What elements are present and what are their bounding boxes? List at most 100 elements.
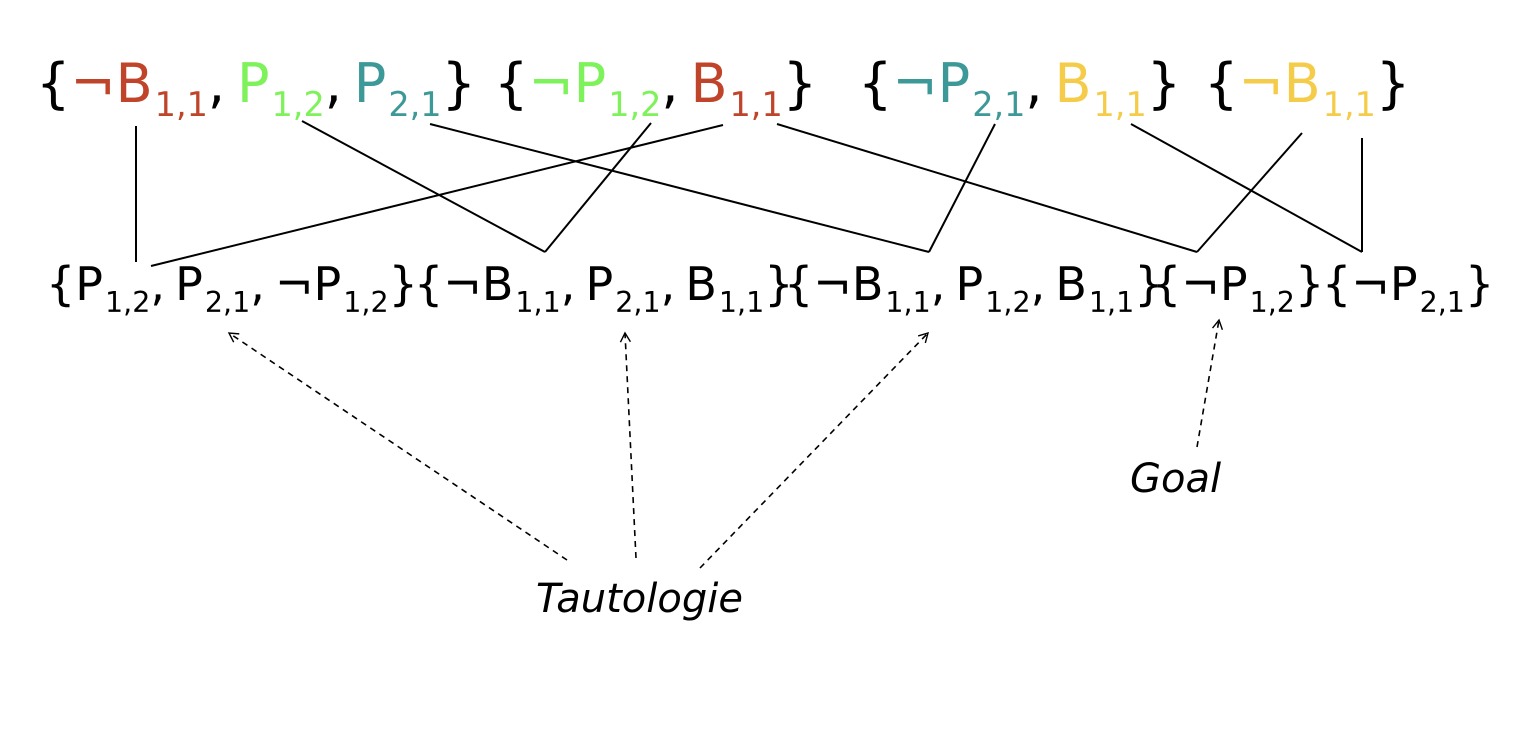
literal-symbol: B: [115, 52, 153, 115]
brace-close: }: [1294, 257, 1325, 311]
literal-symbol: B: [690, 52, 728, 115]
literal-subscript: 2,1: [204, 285, 251, 319]
negation-symbol: ¬: [1238, 52, 1284, 115]
top-clause-1: {¬B1,1,P1,2,P2,1}: [36, 52, 476, 121]
negation-symbol: ¬: [1181, 257, 1220, 311]
edge-t4-b4: [1196, 132, 1303, 253]
literal-subscript: 1,2: [608, 85, 662, 125]
arrow-tautology-b1: [227, 332, 568, 561]
literal: B1,1: [1054, 52, 1146, 121]
literal-symbol: B: [1283, 52, 1321, 115]
literal-subscript: 2,1: [388, 85, 442, 125]
literal-subscript: 1,2: [1249, 285, 1295, 319]
brace-open: {: [414, 257, 444, 311]
literal: P2,1: [175, 257, 250, 317]
negation-symbol: ¬: [274, 257, 314, 311]
top-clause-4: {¬B1,1}: [1204, 52, 1410, 121]
separator: ,: [560, 257, 576, 311]
literal: ¬B1,1: [813, 257, 930, 317]
literal-symbol: P: [353, 52, 387, 115]
literal: ¬B1,1: [70, 52, 208, 121]
negation-symbol: ¬: [892, 52, 938, 115]
separator: ,: [150, 257, 166, 311]
brace-close: }: [1134, 257, 1164, 311]
edge-t2-b4: [776, 123, 1198, 253]
separator: ,: [660, 257, 676, 311]
edge-t3-b3: [928, 123, 996, 253]
literal: B1,1: [690, 52, 782, 121]
literal-symbol: P: [236, 52, 270, 115]
literal-symbol: P: [1219, 257, 1248, 311]
brace-close: }: [441, 52, 476, 115]
bottom-clause-1: {P1,2,P2,1,¬P1,2}: [46, 257, 418, 317]
literal-subscript: 1,1: [718, 285, 765, 319]
literal-subscript: 1,1: [729, 85, 783, 125]
literal: P2,1: [585, 257, 660, 317]
literal-symbol: P: [313, 257, 342, 311]
arrow-tautology-b2: [619, 331, 637, 559]
literal-symbol: B: [1055, 257, 1087, 311]
bottom-clause-4: {¬P1,2}: [1152, 257, 1325, 317]
literal: B1,1: [1055, 257, 1134, 317]
separator: ,: [661, 52, 679, 115]
edge-t1-b2: [301, 120, 546, 253]
brace-open: {: [1152, 257, 1182, 311]
literal: ¬P1,2: [274, 257, 389, 317]
arrow-tautology-b3: [699, 331, 930, 569]
bottom-clause-3: {¬B1,1,P1,2,B1,1}: [784, 257, 1164, 317]
edge-t1-b3: [429, 123, 930, 253]
literal-symbol: P: [75, 257, 104, 311]
literal: P2,1: [353, 52, 442, 121]
literal: P1,2: [75, 257, 150, 317]
negation-symbol: ¬: [813, 257, 852, 311]
negation-symbol: ¬: [70, 52, 116, 115]
brace-open: {: [46, 257, 76, 311]
literal: B1,1: [685, 257, 764, 317]
literal-symbol: B: [851, 257, 884, 311]
brace-close: }: [782, 52, 818, 115]
goal-label: Goal: [1130, 456, 1222, 502]
literal-subscript: 1,1: [1322, 85, 1376, 125]
literal-subscript: 2,1: [615, 285, 661, 319]
brace-open: {: [784, 257, 814, 311]
literal: P1,2: [955, 257, 1030, 317]
brace-close: }: [764, 257, 794, 311]
negation-symbol: ¬: [528, 52, 574, 115]
brace-open: {: [1204, 52, 1239, 115]
literal-symbol: P: [955, 257, 984, 311]
literal: ¬P1,2: [1181, 257, 1295, 317]
negation-symbol: ¬: [443, 257, 482, 311]
literal: ¬B1,1: [443, 257, 560, 317]
literal-symbol: P: [175, 257, 203, 311]
tautology-label: Tautologie: [536, 576, 743, 622]
literal: ¬P2,1: [892, 52, 1025, 121]
literal: ¬B1,1: [1238, 52, 1376, 121]
edge-t3-b5: [1130, 123, 1363, 253]
brace-close: }: [388, 257, 418, 311]
arrow-goal-b4: [1196, 318, 1224, 448]
separator: ,: [1025, 52, 1043, 115]
bottom-clause-2: {¬B1,1,P2,1,B1,1}: [414, 257, 794, 317]
literal-subscript: 1,1: [1093, 85, 1147, 125]
brace-open: {: [36, 52, 71, 115]
separator: ,: [1030, 257, 1046, 311]
literal-subscript: 2,1: [1419, 285, 1465, 319]
literal-subscript: 1,2: [271, 85, 325, 125]
literal-symbol: P: [585, 257, 614, 311]
literal-symbol: P: [573, 52, 607, 115]
separator: ,: [250, 257, 265, 311]
negation-symbol: ¬: [1351, 257, 1390, 311]
edge-t2-b2: [544, 122, 652, 253]
separator: ,: [207, 52, 226, 115]
literal: ¬P1,2: [528, 52, 661, 121]
literal-symbol: P: [937, 52, 971, 115]
brace-close: }: [1146, 52, 1182, 115]
literal-symbol: B: [481, 257, 514, 311]
literal-subscript: 1,1: [515, 285, 561, 319]
literal-symbol: B: [1054, 52, 1092, 115]
literal-symbol: B: [685, 257, 717, 311]
top-clause-3: {¬P2,1,B1,1}: [858, 52, 1182, 121]
separator: ,: [324, 52, 342, 115]
